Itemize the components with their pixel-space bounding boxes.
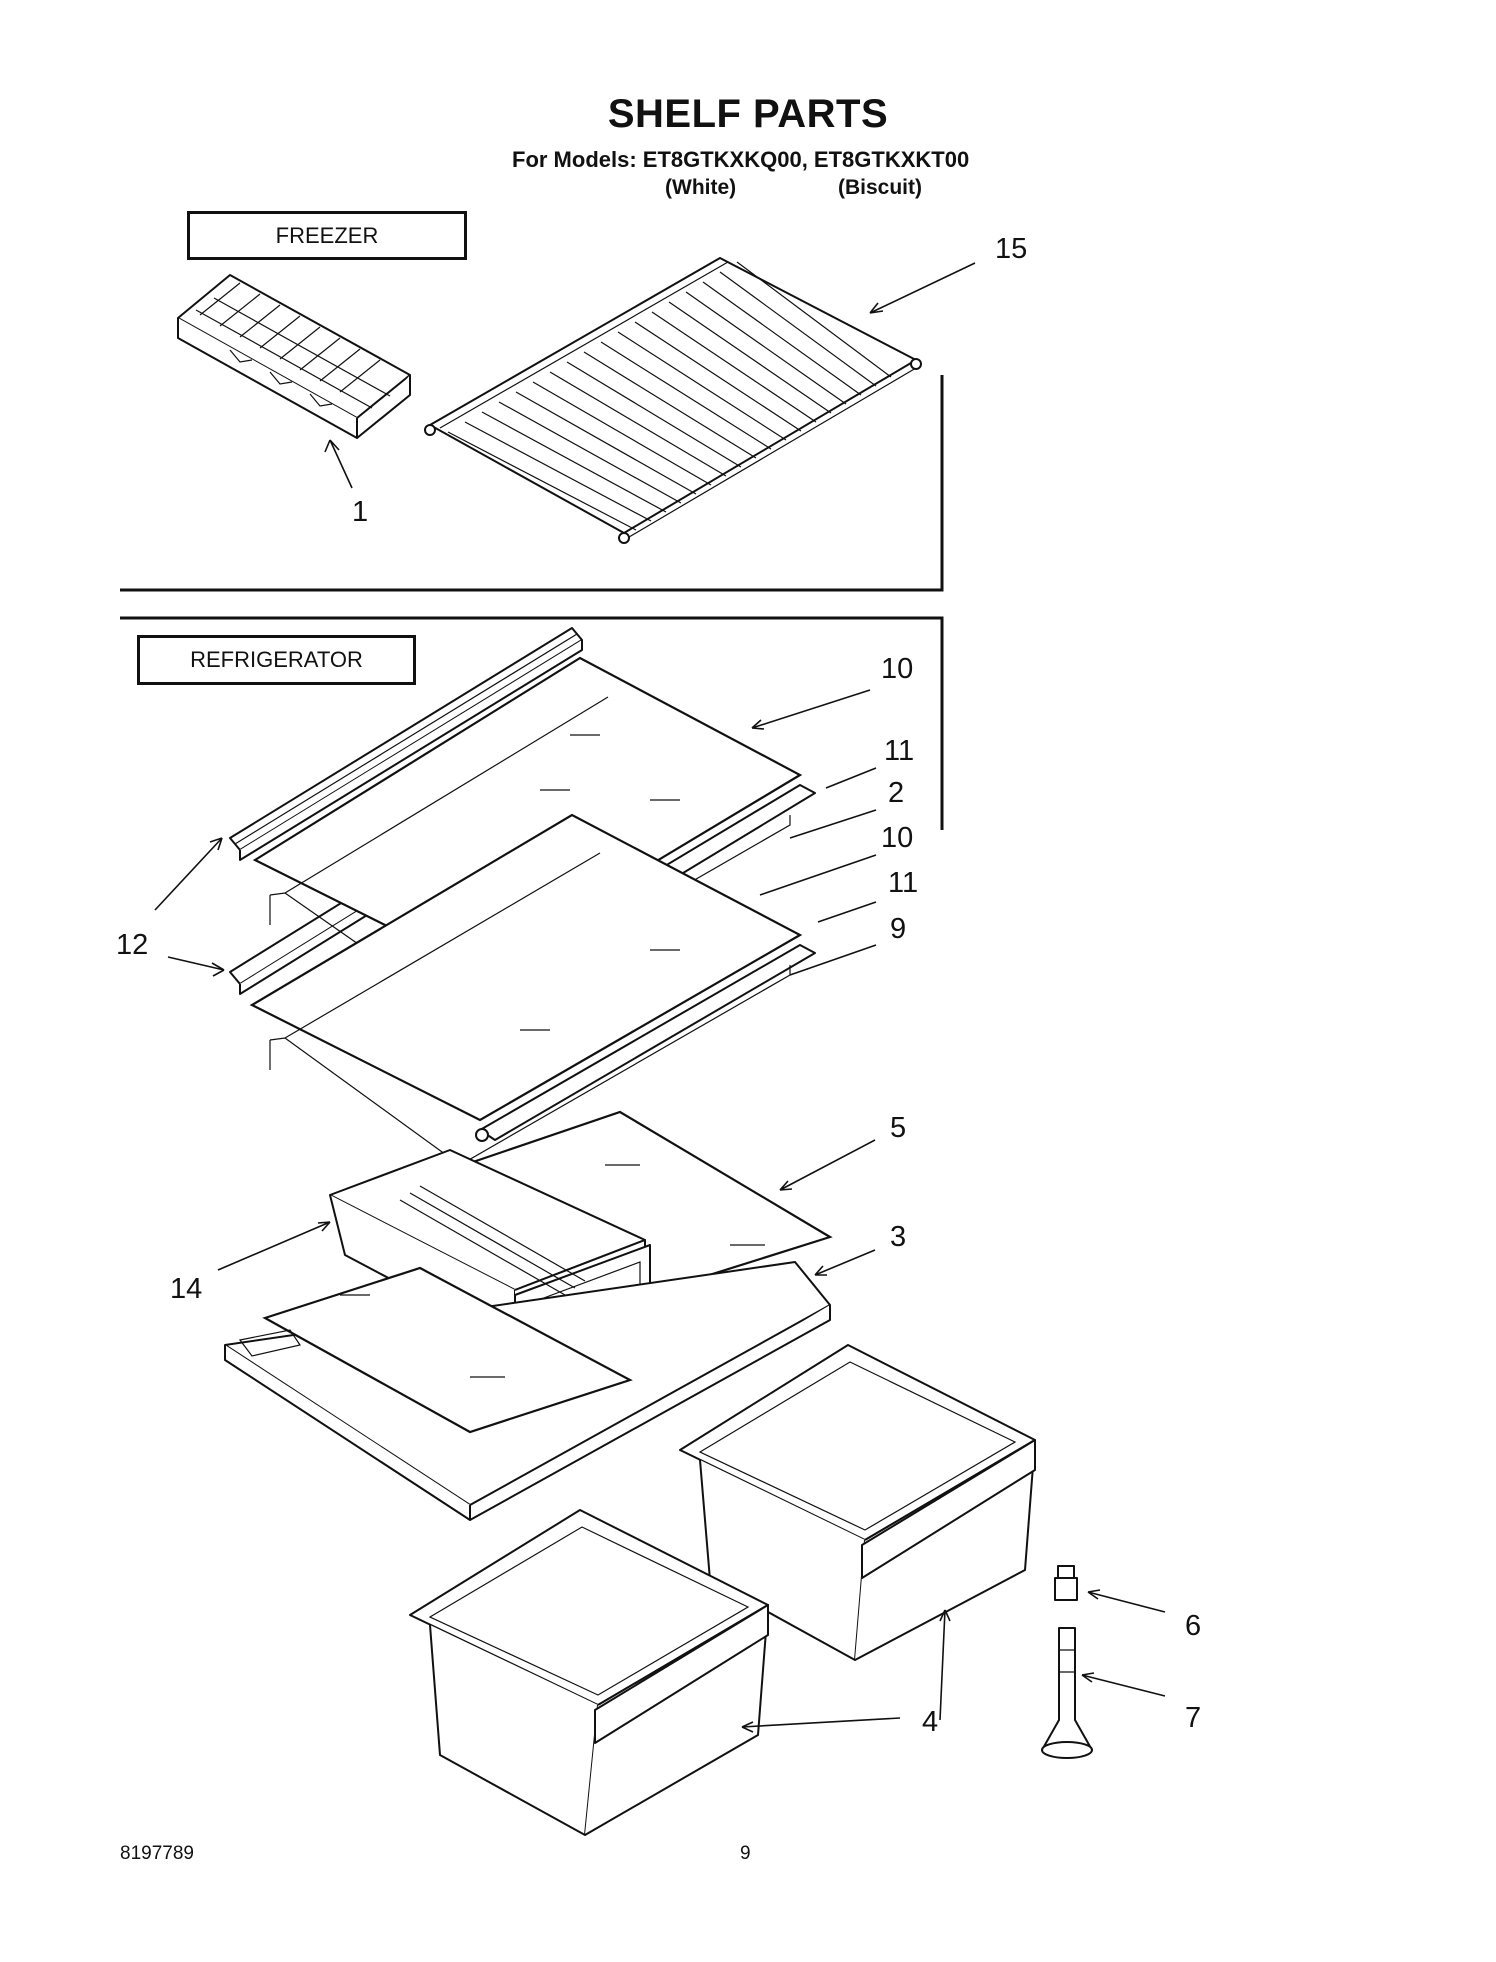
model-color-white: (White) (665, 176, 737, 199)
callout-6: 6 (1185, 1610, 1201, 1642)
callout-4: 4 (922, 1706, 938, 1738)
callout-3: 3 (890, 1221, 906, 1253)
support-stem-part (1041, 1627, 1093, 1759)
callout-14: 14 (170, 1273, 202, 1305)
callout-10-lower: 10 (881, 822, 913, 854)
callout-12: 12 (116, 929, 148, 961)
crisper-drawer-left-part (409, 1509, 769, 1836)
wire-shelf-part (424, 257, 922, 544)
freezer-section-label: FREEZER (187, 211, 467, 260)
document-number: 8197789 (120, 1843, 194, 1864)
model-color-biscuit: (Biscuit) (838, 176, 922, 199)
roller-cap-part (1054, 1565, 1078, 1601)
crisper-cover-frame-part (224, 1261, 831, 1521)
shelf-trim-upper-part (229, 627, 583, 861)
crisper-drawer-right-part (679, 1344, 1036, 1661)
ice-tray-part (177, 274, 411, 439)
models-line: For Models: ET8GTKXKQ00, ET8GTKXKT00 (512, 147, 970, 172)
shelf-rear-trim-lower-part (475, 944, 816, 1142)
callout-11-lower: 11 (888, 867, 918, 899)
leader-lines (154, 262, 1166, 1733)
callout-2: 2 (888, 777, 904, 809)
glass-shelf-lower-part (249, 813, 803, 1122)
callout-9: 9 (890, 913, 906, 945)
freezer-section-border (120, 375, 944, 592)
callout-15: 15 (995, 233, 1027, 265)
callout-1: 1 (352, 496, 368, 528)
page-title: SHELF PARTS (607, 92, 889, 136)
callout-7: 7 (1185, 1702, 1201, 1734)
callout-10-upper: 10 (881, 653, 913, 685)
refrigerator-section-label: REFRIGERATOR (137, 635, 416, 685)
callout-5: 5 (890, 1112, 906, 1144)
callout-11-upper: 11 (884, 735, 914, 767)
page-number: 9 (740, 1843, 751, 1864)
refrigerator-section-border (120, 616, 944, 830)
